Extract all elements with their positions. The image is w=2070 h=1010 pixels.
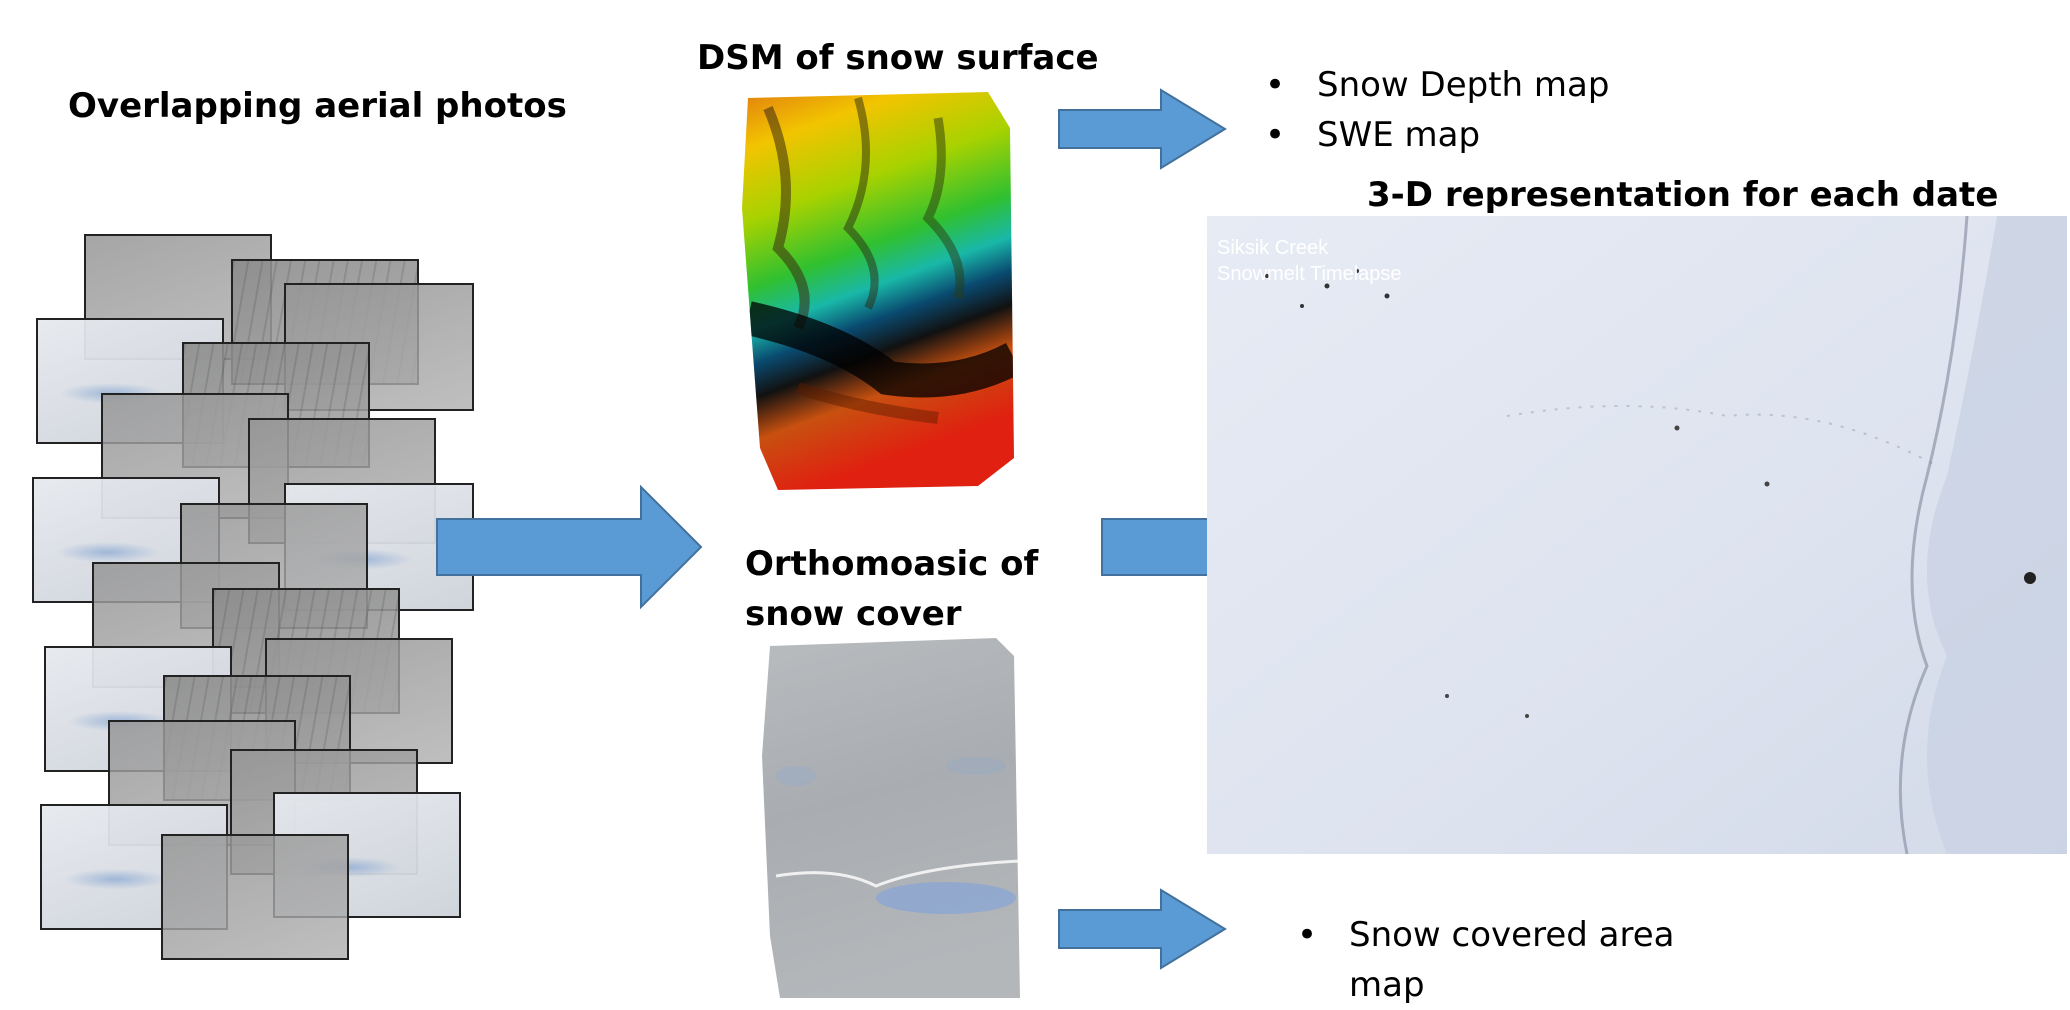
- 3d-representation-title: 3-D representation for each date: [1367, 175, 1999, 215]
- dsm-image: [742, 92, 1014, 490]
- output-item-snow-covered-area: Snow covered area map: [1297, 910, 1674, 1010]
- aerial-photo-stack: [0, 0, 500, 998]
- aerial-photos-title: Overlapping aerial photos: [68, 86, 567, 126]
- 3d-snow-image: Siksik Creek Snowmelt Timelapse: [1207, 216, 2067, 854]
- timelapse-label-line2: Snowmelt Timelapse: [1217, 263, 1402, 285]
- output-item-snow-covered-area-line2: map: [1349, 965, 1425, 1005]
- arrow-to-products: [436, 484, 703, 610]
- outputs-bottom-list: Snow covered area map: [1297, 910, 1674, 1010]
- output-item-snow-covered-area-line1: Snow covered area: [1349, 915, 1675, 955]
- timelapse-label-line1: Siksik Creek: [1217, 237, 1329, 259]
- outputs-top-list: Snow Depth map SWE map: [1265, 60, 1609, 160]
- orthomosaic-title-line1: Orthomoasic of: [745, 544, 1039, 584]
- orthomosaic-title-line2: snow cover: [745, 594, 962, 634]
- aerial-photo: [161, 834, 349, 960]
- arrow-to-snow-covered-area: [1058, 888, 1227, 970]
- arrow-to-snow-depth: [1058, 88, 1227, 170]
- output-item-swe: SWE map: [1265, 110, 1609, 160]
- output-item-snow-depth: Snow Depth map: [1265, 60, 1609, 110]
- orthomosaic-image: [762, 638, 1020, 998]
- dsm-title: DSM of snow surface: [697, 38, 1099, 78]
